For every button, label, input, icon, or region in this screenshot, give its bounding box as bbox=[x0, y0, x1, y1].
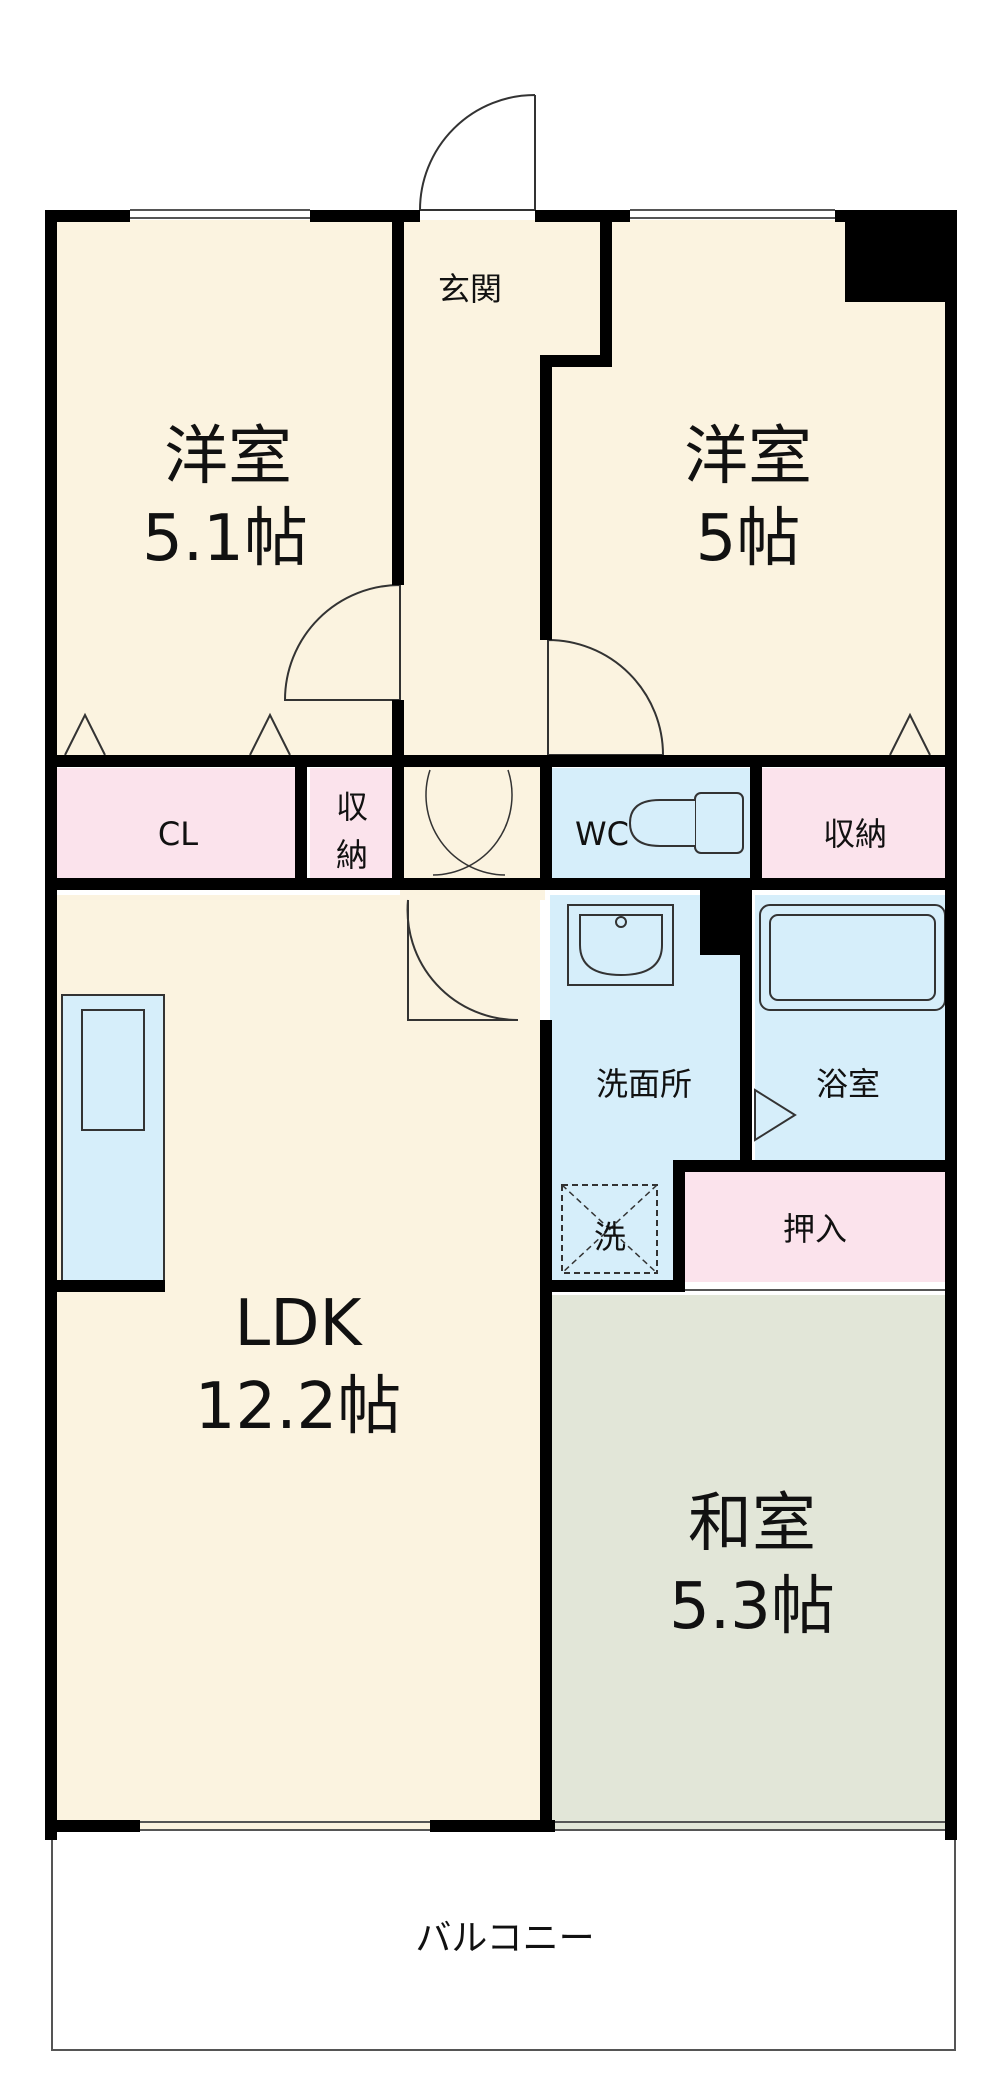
kitchen-sink bbox=[81, 1009, 145, 1131]
closet-marker-2 bbox=[249, 712, 291, 756]
closet-label: CL bbox=[158, 815, 198, 853]
door-swing-western-right bbox=[547, 639, 665, 756]
bath-door-marker bbox=[754, 1088, 797, 1142]
japanese-size: 5.3帖 bbox=[669, 1570, 835, 1644]
storage-right-label: 収納 bbox=[823, 815, 887, 853]
entrance-label: 玄関 bbox=[438, 270, 502, 308]
closet-marker-3 bbox=[889, 712, 931, 756]
western-left-size: 5.1帖 bbox=[142, 502, 308, 576]
western-left-name: 洋室 bbox=[164, 420, 292, 494]
kitchen-counter bbox=[61, 994, 165, 1286]
washbasin-bowl bbox=[579, 914, 663, 977]
storage-small bbox=[310, 768, 395, 878]
walls bbox=[45, 210, 957, 1840]
washbasin-drain bbox=[615, 916, 627, 928]
oshiire-closet bbox=[685, 1172, 955, 1282]
closet-cl bbox=[55, 768, 295, 878]
wc-label: WC bbox=[575, 815, 629, 853]
washer-label: 洗 bbox=[594, 1218, 626, 1256]
washer-pan bbox=[561, 1184, 658, 1274]
storage-small-label-2: 納 bbox=[336, 836, 368, 874]
japanese-room bbox=[552, 1295, 955, 1830]
door-swing-ldk bbox=[406, 899, 519, 1022]
storage-small-label-1: 収 bbox=[336, 788, 368, 826]
oshiire-label: 押入 bbox=[783, 1210, 847, 1248]
western-room-right bbox=[545, 220, 955, 755]
door-swing-hall bbox=[425, 769, 506, 876]
storage-right bbox=[762, 768, 955, 878]
japanese-name: 和室 bbox=[688, 1487, 816, 1561]
balcony-area bbox=[51, 1829, 956, 2051]
balcony-label: バルコニー bbox=[415, 1918, 594, 1959]
washroom-label: 洗面所 bbox=[596, 1065, 692, 1103]
washbasin bbox=[567, 904, 674, 986]
entrance-hall bbox=[400, 220, 545, 900]
door-swing-hall-2 bbox=[432, 769, 513, 876]
ldk-name: LDK bbox=[235, 1287, 364, 1361]
western-right-name: 洋室 bbox=[684, 420, 812, 494]
bathroom-label: 浴室 bbox=[816, 1065, 880, 1103]
western-room-left bbox=[55, 220, 400, 755]
door-swing-western-left bbox=[283, 584, 401, 701]
ldk-size: 12.2帖 bbox=[195, 1370, 402, 1444]
toilet-bowl bbox=[628, 799, 695, 847]
western-right-size: 5帖 bbox=[696, 502, 801, 576]
bathtub bbox=[759, 904, 946, 1011]
washer-diag-2 bbox=[561, 1184, 658, 1274]
window-marks bbox=[130, 209, 955, 1831]
entrance-door-swing bbox=[418, 94, 536, 211]
bathtub-inner bbox=[769, 914, 936, 1001]
closet-marker-1 bbox=[64, 712, 106, 756]
toilet-tank bbox=[694, 792, 744, 854]
